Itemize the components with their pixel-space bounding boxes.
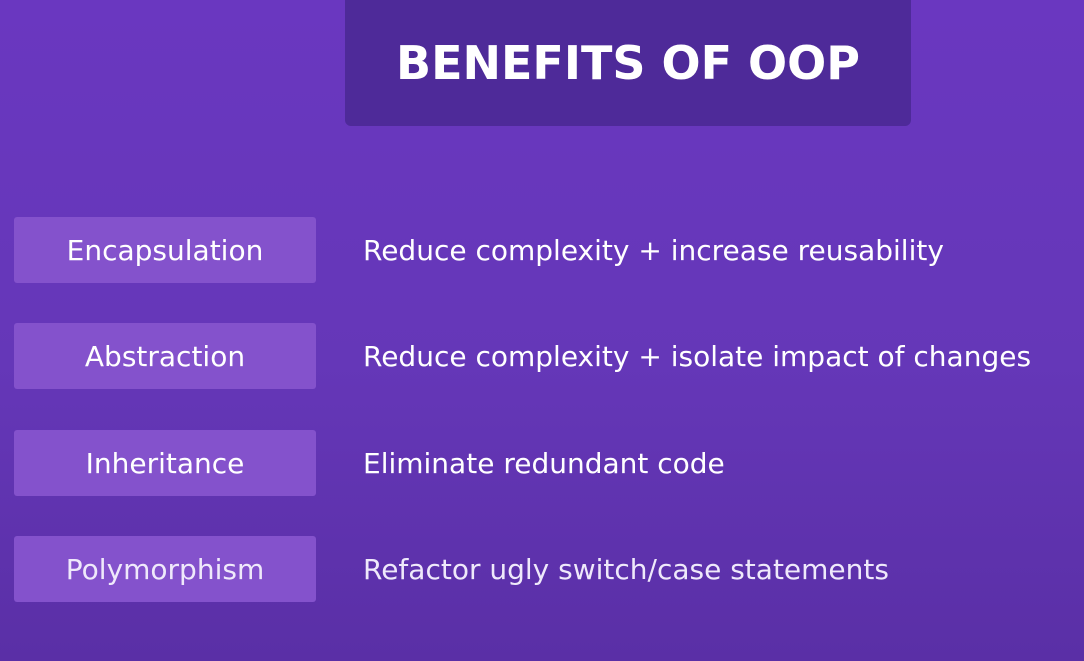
slide-title: BENEFITS OF OOP bbox=[396, 36, 860, 90]
concept-label: Inheritance bbox=[85, 446, 245, 480]
concept-box: Abstraction bbox=[14, 323, 316, 389]
concept-box: Inheritance bbox=[14, 430, 316, 496]
benefit-description: Refactor ugly switch/case statements bbox=[363, 552, 889, 586]
benefit-row-abstraction: Abstraction Reduce complexity + isolate … bbox=[0, 323, 1084, 389]
benefit-description: Eliminate redundant code bbox=[363, 446, 725, 480]
benefit-row-inheritance: Inheritance Eliminate redundant code bbox=[0, 430, 1084, 496]
concept-label: Abstraction bbox=[84, 339, 246, 373]
benefit-description: Reduce complexity + isolate impact of ch… bbox=[363, 339, 1032, 373]
concept-label: Encapsulation bbox=[66, 233, 264, 267]
concept-box: Polymorphism bbox=[14, 536, 316, 602]
slide-title-box: BENEFITS OF OOP bbox=[345, 0, 911, 126]
concept-label: Polymorphism bbox=[65, 552, 265, 586]
benefit-description: Reduce complexity + increase reusability bbox=[363, 233, 944, 267]
concept-box: Encapsulation bbox=[14, 217, 316, 283]
benefit-row-encapsulation: Encapsulation Reduce complexity + increa… bbox=[0, 217, 1084, 283]
benefit-row-polymorphism: Polymorphism Refactor ugly switch/case s… bbox=[0, 536, 1084, 602]
